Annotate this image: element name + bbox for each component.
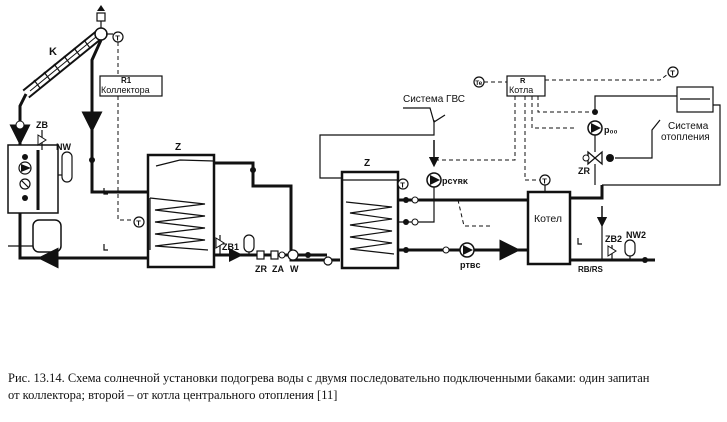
hot-transfer-pipe	[214, 161, 340, 262]
r1-tank-link	[117, 96, 134, 221]
expansion-vessel-icon	[243, 234, 255, 255]
p-cyrk-label: pᴄʏʀᴋ	[442, 176, 469, 186]
svg-text:T: T	[136, 219, 141, 228]
boiler	[526, 190, 572, 266]
radiator-icon	[676, 86, 714, 113]
dhw-outlet-pipe	[319, 120, 435, 170]
caption-line-2: от коллектора; второй – от котла централ…	[8, 388, 338, 402]
temperature-sensor-icon: T	[397, 178, 409, 190]
solar-collector	[22, 27, 108, 99]
svg-text:T: T	[115, 34, 120, 43]
temperature-sensor-icon: T	[539, 174, 551, 192]
circulation-return-pipe	[398, 187, 435, 223]
zb2-label: ZB2	[605, 234, 622, 244]
room-sensor-link	[545, 73, 669, 81]
heating-supply-pipe	[594, 95, 677, 112]
r-pump-link	[434, 96, 516, 161]
solar-water-heating-diagram: K T ZB NW R1 Коллект	[7, 5, 721, 274]
cold-inlet-fittings	[228, 248, 333, 266]
nw-label: NW	[56, 142, 71, 152]
collector-label: K	[49, 46, 57, 58]
zb-label: ZB	[36, 120, 48, 130]
r-boiler-link	[524, 96, 545, 181]
controller-r1	[99, 75, 163, 97]
figure-caption: Рис. 13.14. Схема солнечной установки по…	[8, 370, 720, 404]
boiler-label: Котел	[534, 213, 562, 225]
heating-pump-icon	[587, 120, 603, 136]
heating-bypass-pipe	[615, 119, 661, 159]
svg-text:T: T	[542, 177, 547, 186]
r-valve-link	[537, 96, 592, 113]
storage-tank-right	[340, 170, 400, 270]
three-way-valve-icon	[582, 150, 614, 166]
boiler-flow-pipe	[570, 185, 604, 200]
dhw-system-label: Система ГВС	[403, 94, 465, 105]
zr-bottom-label: ZR	[255, 264, 267, 274]
dhw-tap-line	[403, 107, 446, 123]
r-dhw-pump-link	[457, 199, 490, 227]
controller-r	[506, 75, 546, 97]
pump-station	[7, 144, 62, 253]
temperature-sensor-icon: T	[667, 66, 679, 78]
r1-text: Коллектора	[101, 85, 150, 95]
safety-valve-icon	[37, 130, 47, 150]
svg-text:T: T	[670, 69, 675, 78]
circulation-pump-icon	[426, 172, 442, 188]
dhw-charging-pump-icon	[459, 242, 475, 258]
temperature-sensor-icon: T	[133, 216, 145, 228]
outdoor-sensor-icon: Te	[473, 76, 485, 88]
svg-text:T: T	[400, 181, 405, 190]
zb1-label: ZB1	[222, 242, 239, 252]
expansion-vessel-nw-icon	[58, 151, 73, 183]
heating-return-pipe	[602, 104, 721, 186]
caption-line-1: Рис. 13.14. Схема солнечной установки по…	[8, 371, 650, 385]
tank-right-label: Z	[364, 158, 370, 169]
nw2-label: NW2	[626, 230, 646, 240]
w-label: W	[290, 264, 299, 274]
heating-system-label-2: отопления	[661, 132, 710, 143]
collector-flow-pipe	[90, 39, 148, 194]
zr-right-label: ZR	[578, 166, 590, 176]
expansion-vessel-nw2-icon	[624, 239, 636, 260]
air-vent-icon	[96, 5, 106, 28]
storage-tank-left	[146, 153, 216, 269]
heating-system-label-1: Система	[668, 121, 709, 132]
p-co-label: p₀₀	[604, 125, 618, 135]
za-label: ZA	[272, 264, 284, 274]
temperature-sensor-icon: T	[106, 31, 124, 43]
r1-label: R1	[121, 76, 132, 85]
r-label: R	[520, 76, 526, 85]
right-tank-top-pipe	[319, 170, 342, 179]
svg-text:Te: Te	[475, 80, 482, 87]
tank-left-label: Z	[175, 142, 181, 153]
r-text: Котла	[509, 85, 533, 95]
p-gvs-label: pᴛʙᴄ	[460, 260, 480, 270]
boiler-safety-valve-icon	[607, 245, 617, 260]
r-co-pump-link	[531, 96, 575, 129]
rb-rs-label: RB/RS	[578, 265, 604, 274]
return-loop-pipe	[18, 215, 148, 260]
